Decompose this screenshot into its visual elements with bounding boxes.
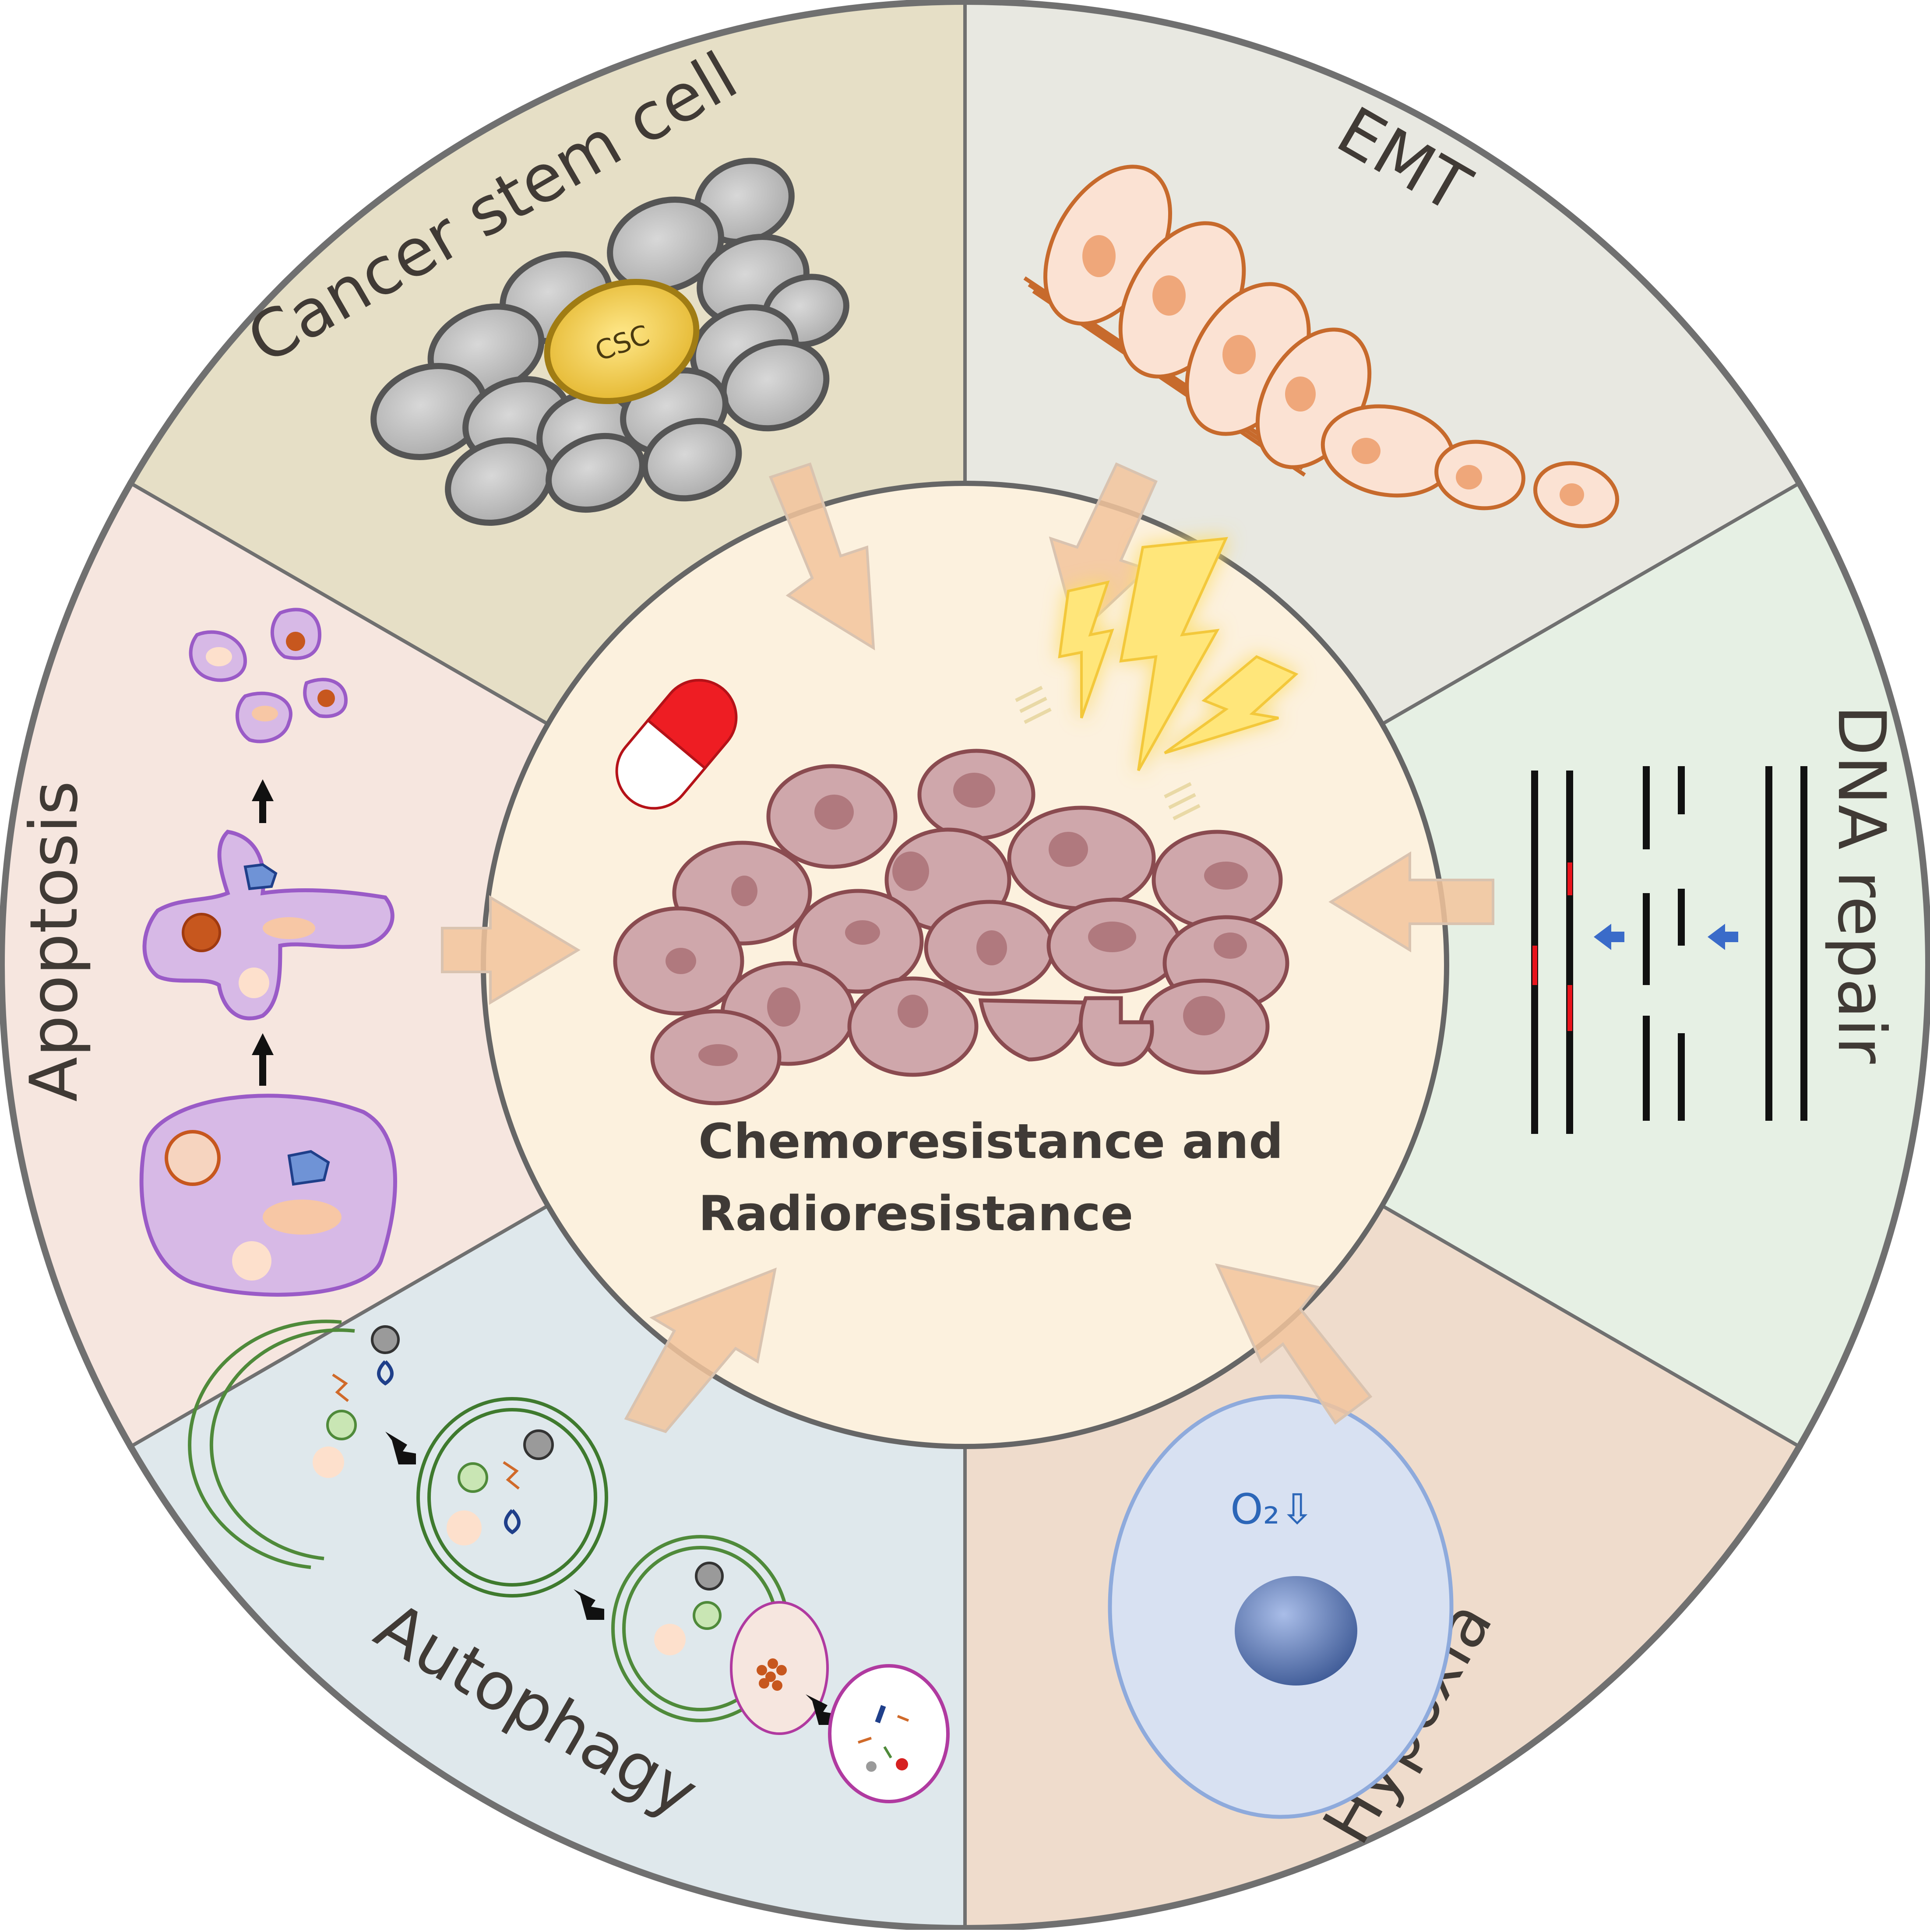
autophagy-stage-3 — [611, 1535, 829, 1735]
autophagy-stage-4 — [828, 1664, 950, 1803]
arrow-icon — [441, 895, 581, 1005]
apoptosis-arrow-1 — [252, 1033, 274, 1086]
arrow-icon — [624, 1267, 777, 1433]
apoptotic-bodies — [189, 608, 348, 743]
dna-damage-marks — [1532, 862, 1572, 1031]
apoptosis-cell-blebbing — [142, 830, 394, 1021]
tumor-nuclei — [666, 773, 1248, 1066]
dna-strand-icon — [1531, 766, 1807, 1134]
emt-nuclei — [1082, 235, 1584, 506]
autophagy-arrow-2 — [574, 1589, 604, 1620]
lightning-icon — [1058, 537, 1299, 771]
apoptosis-cell-large — [139, 1094, 397, 1297]
center-title-line-1: Chemoresistance and — [698, 1113, 1283, 1169]
capsule-icon — [615, 679, 738, 810]
arrow-icon — [1215, 1263, 1373, 1425]
arrow-icon — [768, 462, 875, 651]
cancer-stem-cell-cluster — [370, 158, 849, 526]
oxygen-label: O₂⇩ — [1230, 1485, 1314, 1534]
autophagy-stage-1 — [188, 1320, 400, 1569]
label-apoptosis: Apoptosis — [16, 781, 92, 1101]
dna-repair-arrows — [1594, 924, 1738, 950]
center-title-line-2: Radioresistance — [698, 1186, 1133, 1242]
autophagy-stage-2 — [416, 1397, 608, 1598]
autophagy-arrow-1 — [385, 1432, 416, 1464]
label-dna-repair: DNA repair — [1823, 705, 1899, 1063]
hypoxia-nucleus — [1235, 1576, 1357, 1686]
csc-cell — [544, 278, 700, 405]
radiation-marks — [1015, 686, 1201, 820]
autophagy-arrow-3 — [806, 1694, 836, 1725]
arrow-icon — [1328, 851, 1494, 953]
apoptosis-arrow-2 — [252, 779, 274, 823]
